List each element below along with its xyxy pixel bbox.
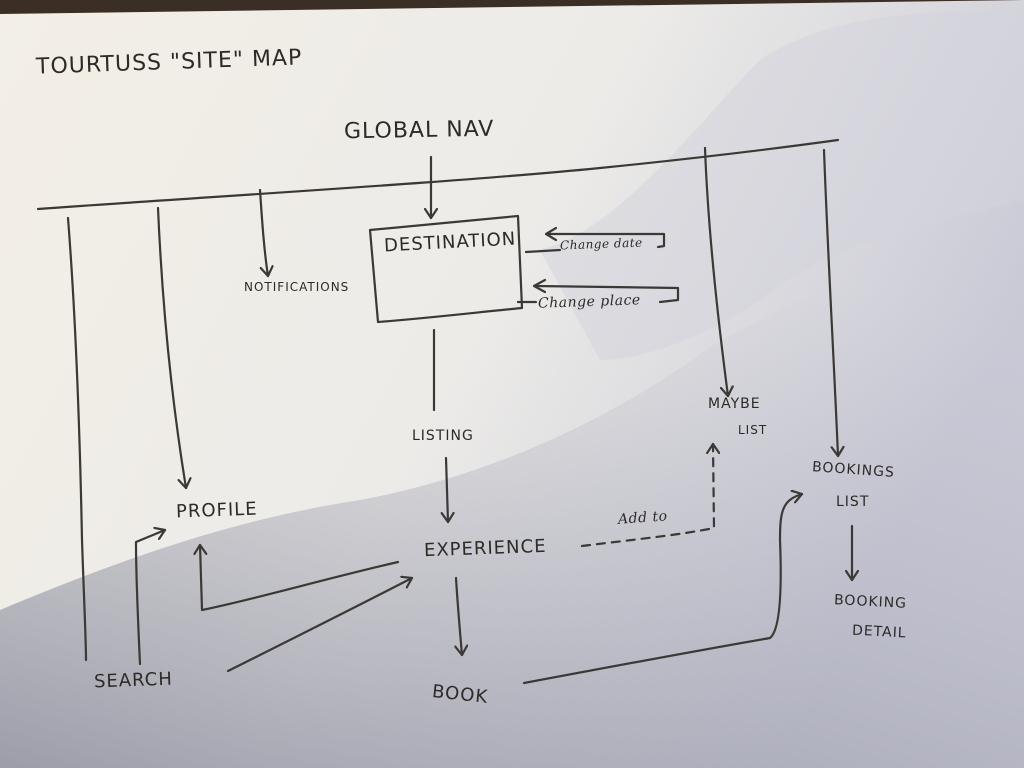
bookings-list-sub-label: LIST [836,494,870,510]
listing-label: LISTING [412,428,474,444]
arrow-listing-to-experience [446,456,448,524]
maybe-list-sub-label: LIST [738,423,768,437]
change-place-arrowhead [532,278,547,294]
arrow-nav-to-profile [156,206,186,490]
booking-detail-sub-label: DETAIL [851,622,907,642]
experience-label: EXPERIENCE [423,535,547,562]
change-date-label: Change date [559,235,643,253]
arrow-search-to-profile [134,530,167,666]
nav-to-search-line [66,216,88,662]
arrow-experience-to-profile [200,543,400,612]
add-to-label: Add to [617,508,669,528]
destination-box [368,214,524,324]
change-date-loop [524,232,666,254]
paper-shadow [0,210,1024,768]
arrow-add-to-maybe-list [580,442,714,548]
arrow-nav-to-maybe-list [703,146,728,398]
arrow-experience-to-book [456,576,462,657]
profile-label: PROFILE [175,498,258,523]
global-nav-bar-line [36,138,840,211]
maybe-list-label: MAYBE [708,396,761,412]
change-date-arrowhead [544,226,558,242]
arrow-nav-to-notifications [258,188,268,278]
arrow-book-to-bookings-list [522,494,804,685]
arrow-nav-to-bookings-list [822,148,838,458]
arrow-search-to-experience [226,578,414,673]
notifications-label: NOTIFICATIONS [244,280,350,294]
global-nav-label: GLOBAL NAV [343,116,495,145]
change-place-loop [516,284,680,304]
search-label: SEARCH [93,668,174,693]
